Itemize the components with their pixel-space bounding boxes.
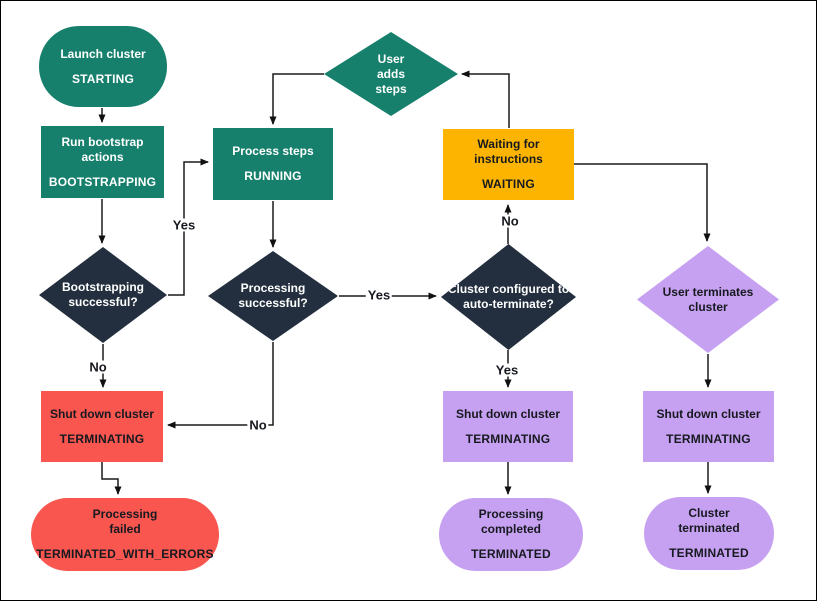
node-label: User terminates cluster	[662, 284, 754, 314]
node-label: Waiting for instructions	[474, 137, 543, 166]
edge-waiting-to-user-adds-steps	[461, 70, 510, 128]
edge-label-bootstrap-no: No	[87, 359, 109, 375]
node-launch-cluster: Launch cluster STARTING	[39, 26, 167, 107]
edge-processing-no-to-terminating	[167, 342, 274, 429]
node-state: TERMINATED	[471, 547, 551, 561]
node-label: Launch cluster	[60, 46, 146, 61]
node-state: TERMINATING	[59, 431, 145, 446]
node-waiting-for-instructions: Waiting for instructions WAITING	[443, 129, 574, 200]
node-label: Process steps	[232, 144, 314, 158]
node-label: Run bootstrap actions	[61, 134, 144, 164]
node-state: TERMINATING	[465, 431, 551, 446]
node-label: Shut down cluster	[455, 406, 560, 421]
node-processing-failed: Processing failed TERMINATED_WITH_ERRORS	[31, 498, 219, 571]
node-cluster-terminated: Cluster terminated TERMINATED	[644, 497, 774, 570]
node-state: TERMINATING	[666, 431, 751, 446]
node-label: Shut down cluster	[656, 406, 761, 421]
node-label: Cluster terminated	[678, 506, 740, 535]
node-run-bootstrap-actions: Run bootstrap actions BOOTSTRAPPING	[41, 126, 164, 198]
node-label: Processing successful?	[238, 281, 308, 310]
node-state: TERMINATED_WITH_ERRORS	[36, 547, 214, 561]
edge-terminating-to-terminated-errors	[101, 462, 122, 495]
edge-label-processing-no: No	[247, 417, 269, 433]
edge-label-processing-yes: Yes	[365, 287, 393, 303]
edge-user-adds-steps-to-running	[269, 73, 324, 125]
node-state: RUNNING	[244, 169, 302, 183]
node-processing-completed: Processing completed TERMINATED	[439, 498, 583, 571]
node-process-steps: Process steps RUNNING	[213, 128, 333, 200]
node-label: User adds steps	[375, 51, 407, 96]
node-state: WAITING	[482, 177, 535, 191]
node-state: STARTING	[71, 71, 135, 86]
edge-label-auto-terminate-yes: Yes	[493, 362, 521, 378]
node-shut-down-cluster-failed: Shut down cluster TERMINATING	[41, 391, 163, 462]
edge-label-auto-terminate-no: No	[499, 213, 521, 229]
node-label: Processing completed	[478, 507, 544, 536]
edge-waiting-to-user-terminates	[574, 163, 711, 242]
edge-label-bootstrap-yes: Yes	[170, 217, 198, 233]
node-label: Processing failed	[92, 507, 158, 536]
node-shut-down-cluster-completed: Shut down cluster TERMINATING	[443, 391, 573, 462]
node-label: Shut down cluster	[49, 406, 154, 421]
node-state: TERMINATED	[669, 546, 749, 560]
node-state: BOOTSTRAPPING	[48, 174, 157, 189]
node-label: Cluster configured to auto-terminate?	[447, 282, 570, 311]
node-label: Bootstrapping successful?	[62, 280, 144, 309]
node-shut-down-cluster-user: Shut down cluster TERMINATING	[643, 391, 774, 462]
